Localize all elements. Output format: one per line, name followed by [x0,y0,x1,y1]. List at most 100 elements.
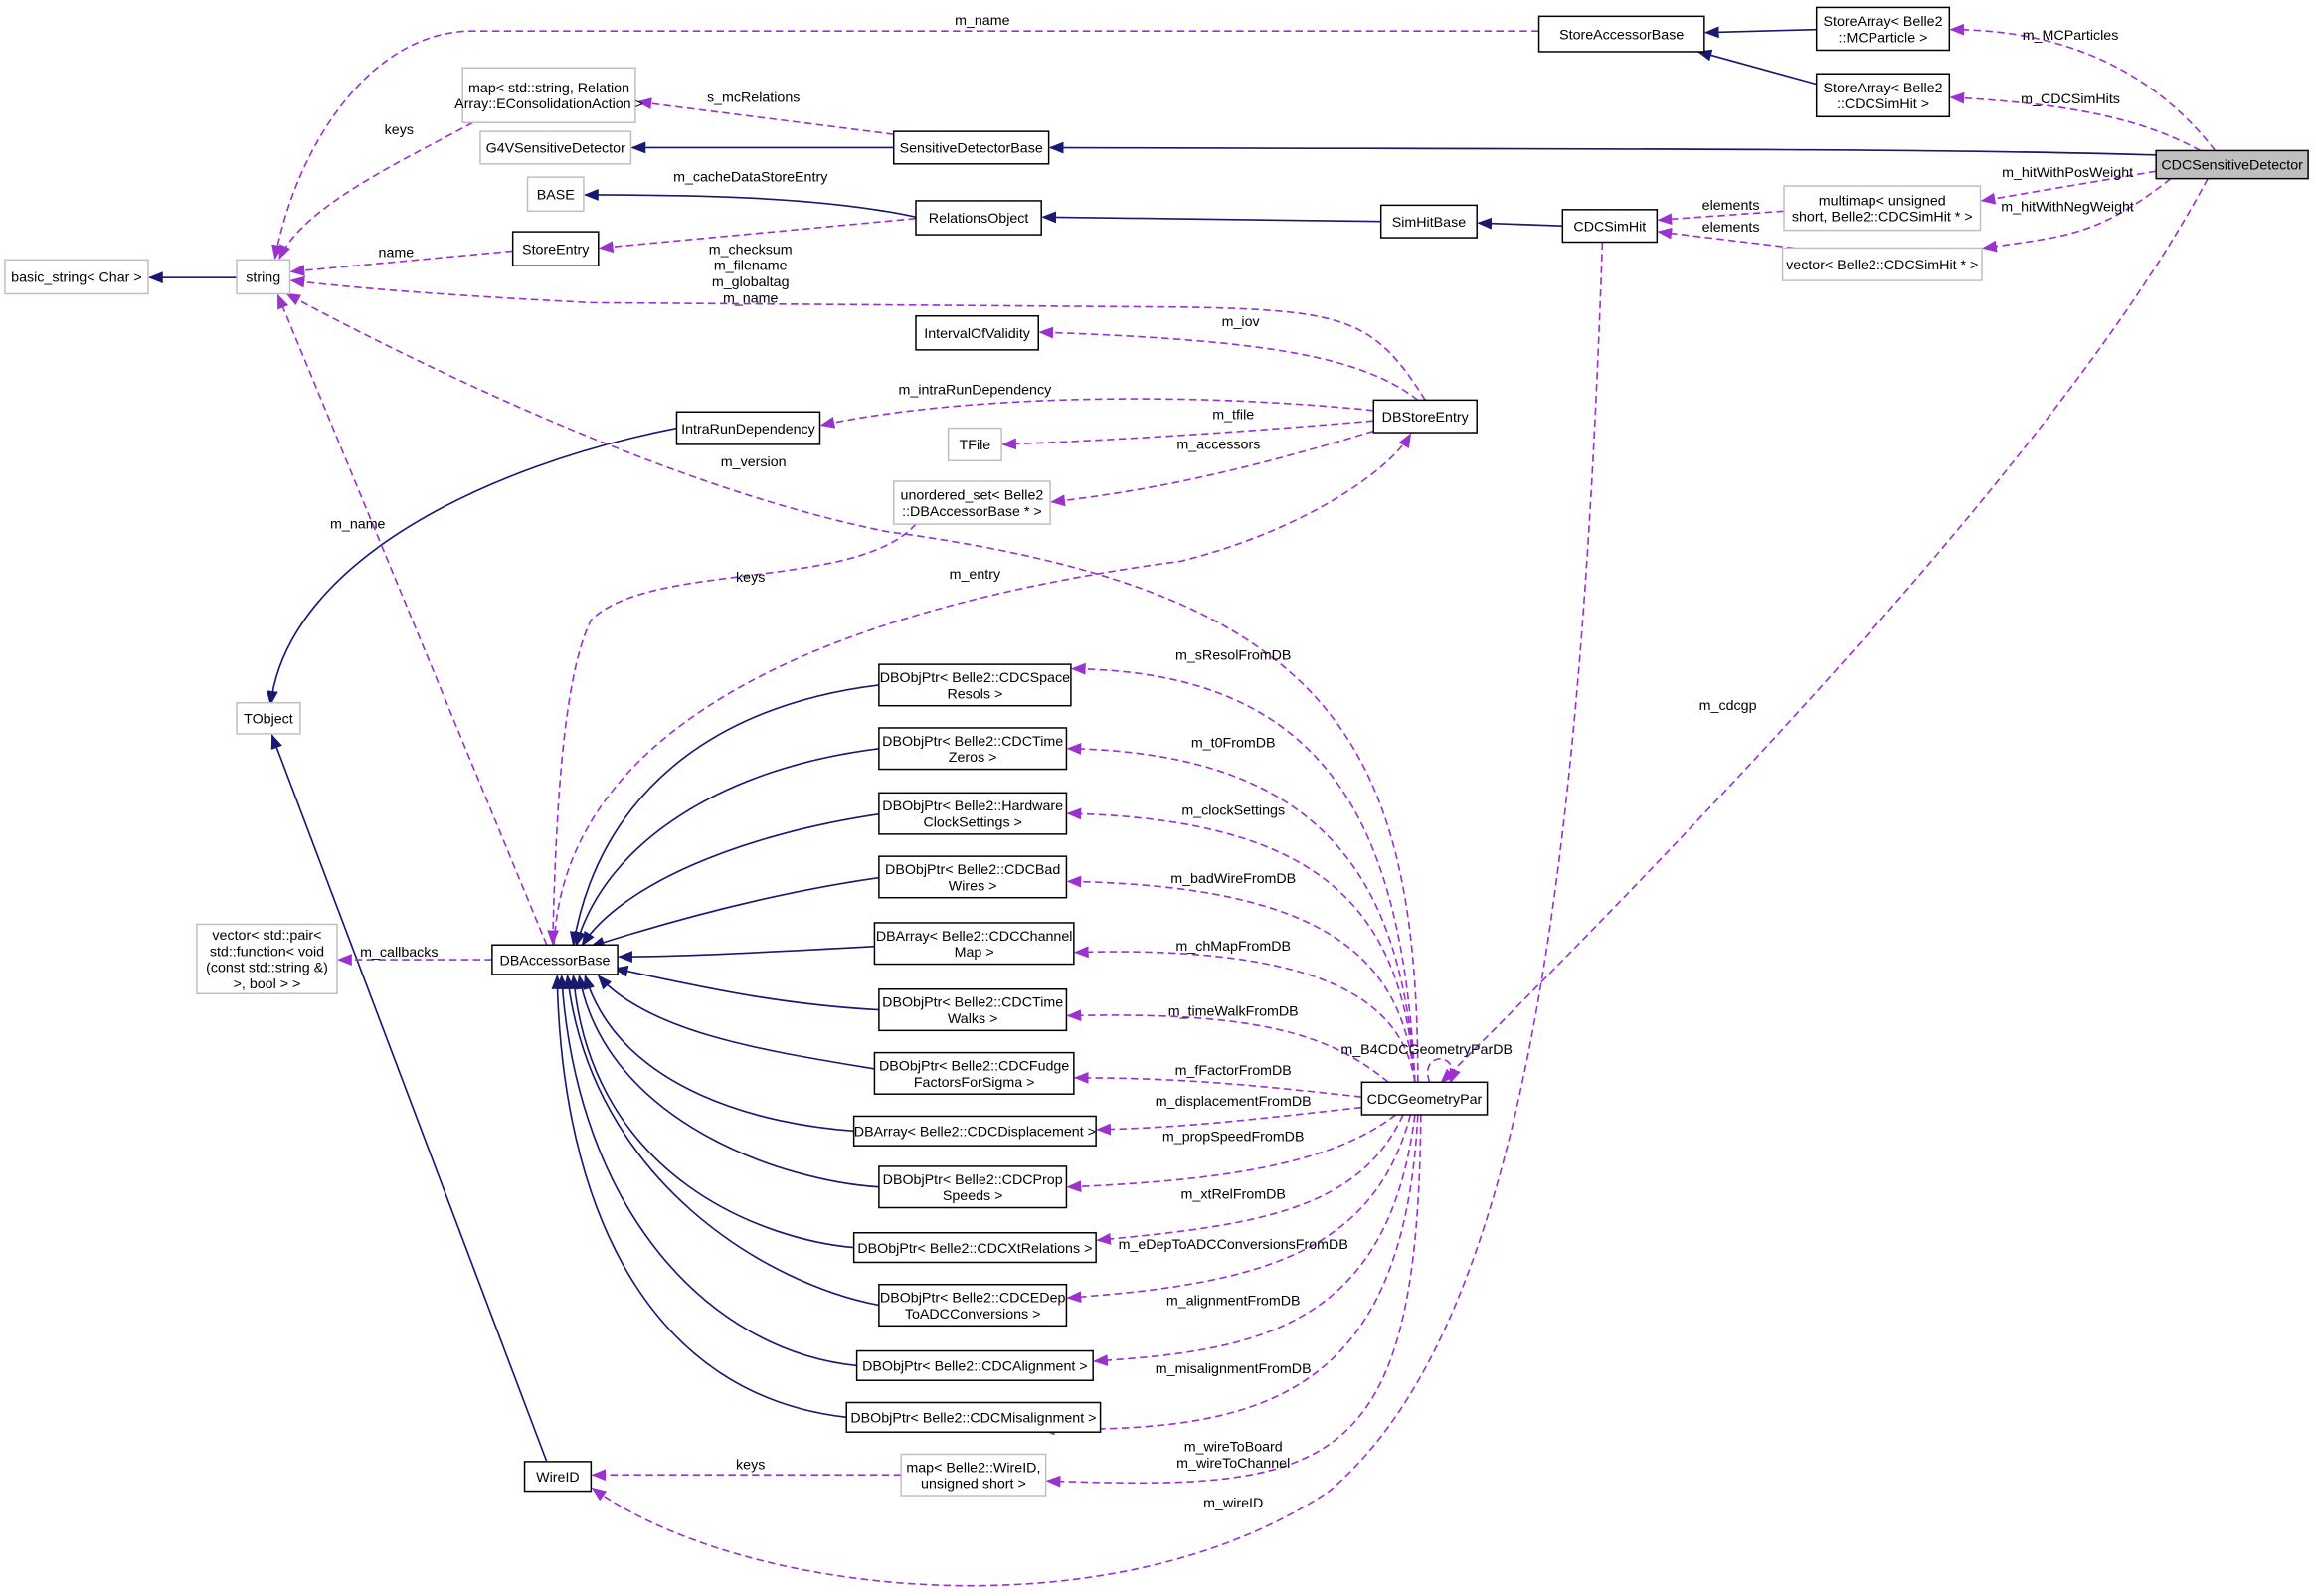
class-node-ClockSettings[interactable]: DBObjPtr< Belle2::HardwareClockSettings … [878,792,1068,835]
usage-edge-CDCSimHit-WireID [591,242,1604,1587]
node-label: DBObjPtr< Belle2::CDCXtRelations > [857,1241,1092,1257]
class-node-WireID[interactable]: WireID [523,1461,593,1493]
usage-edge-CDCGeometryPar-CDCGeometryPar [1426,1058,1461,1084]
class-node-SimHitBase[interactable]: SimHitBase [1379,204,1478,239]
class-node-BASE[interactable]: BASE [526,176,585,213]
usage-edge-CDCGeometryPar-PropSpeeds [1066,1114,1397,1193]
node-label: DBObjPtr< Belle2::CDCTime [882,734,1063,750]
node-label: TObject [244,712,293,728]
node-label: FactorsForSigma > [914,1075,1035,1091]
class-node-Fudge[interactable]: DBObjPtr< Belle2::CDCFudgeFactorsForSigm… [873,1051,1075,1095]
class-node-EDep[interactable]: DBObjPtr< Belle2::CDCEDepToADCConversion… [878,1283,1068,1328]
edge-label: m_version [721,454,787,470]
inheritance-edge-Displacement-DBAccessorBase [583,974,854,1133]
usage-edge-CDCGeometryPar-Fudge [1073,1071,1362,1098]
node-box [526,176,585,213]
class-node-IntervalOfValidity[interactable]: IntervalOfValidity [915,314,1039,351]
class-node-XtRelations[interactable]: DBObjPtr< Belle2::CDCXtRelations > [852,1232,1097,1264]
class-node-IntraRunDependency[interactable]: IntraRunDependency [675,411,821,445]
class-node-CDCSensitiveDetector[interactable]: CDCSensitiveDetector [2155,149,2309,180]
class-node-Alignment[interactable]: DBObjPtr< Belle2::CDCAlignment > [855,1349,1094,1381]
node-label: RelationsObject [929,211,1029,227]
usage-edge-CDCGeometryPar-SpaceResols [1070,662,1416,1083]
usage-edge-CDCGeometryPar-string [285,292,1419,1083]
class-node-CDCGeometryPar[interactable]: CDCGeometryPar [1360,1081,1489,1116]
node-label: CDCSimHit [1573,219,1646,235]
node-label: vector< std::pair< [212,928,321,944]
node-label: Speeds > [943,1188,1003,1204]
class-node-CDCSimHit[interactable]: CDCSimHit [1561,209,1659,244]
class-node-StoreAccessorBase[interactable]: StoreAccessorBase [1537,15,1705,53]
edge-label: m_xtRelFromDB [1181,1187,1286,1203]
node-box [461,67,636,123]
edge-label: m_globaltag [712,274,790,290]
class-node-DBAccessorBase[interactable]: DBAccessorBase [491,944,619,975]
edge-label: m_callbacks [360,945,438,961]
class-node-MapRelation[interactable]: map< std::string, RelationArray::EConsol… [454,67,643,123]
class-node-DBStoreEntry[interactable]: DBStoreEntry [1372,399,1478,434]
class-node-RelationsObject[interactable]: RelationsObject [915,200,1042,236]
edge-label: m_eDepToADCConversionsFromDB [1119,1237,1348,1253]
edge-label: m_cacheDataStoreEntry [673,170,828,186]
node-box [873,1051,1075,1095]
node-label: ::DBAccessorBase * > [902,504,1042,520]
edge-label: keys [736,570,765,586]
class-node-TObject[interactable]: TObject [236,701,301,735]
node-label: short, Belle2::CDCSimHit * > [1792,210,1973,226]
edges-layer [147,23,2217,1587]
node-box [947,427,1002,461]
class-node-StoreArrayMCParticle[interactable]: StoreArray< Belle2::MCParticle > [1815,6,1951,52]
node-box [878,988,1068,1032]
class-node-Displacement[interactable]: DBArray< Belle2::CDCDisplacement > [852,1115,1097,1147]
node-box [855,1349,1094,1381]
usage-edge-CDCGeometryPar-BadWires [1066,875,1416,1083]
node-label: Walks > [948,1011,998,1027]
node-box [1379,204,1478,239]
usage-edge-StoreAccessorBase-string [271,30,1539,261]
inheritance-edge-TimeWalks-DBAccessorBase [613,965,879,1011]
inheritance-edge-PropSpeeds-DBAccessorBase [576,974,879,1188]
inheritance-edge-SpaceResols-DBAccessorBase [569,684,879,947]
usage-edge-Multimap-CDCSimHit [1657,210,1785,226]
class-node-StoreEntry[interactable]: StoreEntry [511,231,600,266]
usage-edge-DBAccessorBase-DBStoreEntry [553,433,1412,946]
edge-label: m_name [330,517,386,533]
inheritance-edge-TimeZeros-DBAccessorBase [574,747,879,947]
node-label: DBObjPtr< Belle2::CDCAlignment > [862,1359,1088,1375]
node-box [236,259,291,295]
edge-label: m_wireToChannel [1176,1456,1290,1472]
edge-label: keys [736,1457,765,1473]
class-node-TFile[interactable]: TFile [947,427,1002,461]
class-node-string[interactable]: string [236,259,291,295]
node-box [196,923,338,994]
class-node-G4VSensitiveDetector[interactable]: G4VSensitiveDetector [479,130,632,165]
usage-edge-DBStoreEntry-IntraRunDependency [819,398,1374,429]
class-node-VectorPair[interactable]: vector< std::pair<std::function< void(co… [196,923,338,994]
node-label: WireID [536,1470,580,1486]
class-node-VectorSimHit[interactable]: vector< Belle2::CDCSimHit * > [1781,247,1983,281]
node-box [1561,209,1659,244]
class-node-Misalignment[interactable]: DBObjPtr< Belle2::CDCMisalignment > [845,1401,1102,1433]
inheritance-edge-BadWires-DBAccessorBase [589,876,884,949]
class-node-basic_string[interactable]: basic_string< Char > [4,259,149,295]
class-node-MapWireID[interactable]: map< Belle2::WireID,unsigned short > [900,1453,1047,1497]
node-label: basic_string< Char > [11,270,142,286]
class-node-UnorderedSet[interactable]: unordered_set< Belle2::DBAccessorBase * … [892,480,1051,525]
class-node-SensitiveDetectorBase[interactable]: SensitiveDetectorBase [892,130,1050,165]
node-box [878,1283,1068,1328]
edge-label: m_wireToBoard [1184,1439,1283,1455]
class-node-StoreArrayCDCSimHit[interactable]: StoreArray< Belle2::CDCSimHit > [1815,73,1951,118]
edge-label: m_fFactorFromDB [1175,1063,1292,1079]
node-label: DBObjPtr< Belle2::CDCProp [883,1172,1063,1188]
node-label: TFile [960,438,991,453]
usage-edge-UnorderedSet-DBAccessorBase [547,523,917,946]
edge-label: m_accessors [1176,437,1260,452]
node-box [1815,6,1951,52]
